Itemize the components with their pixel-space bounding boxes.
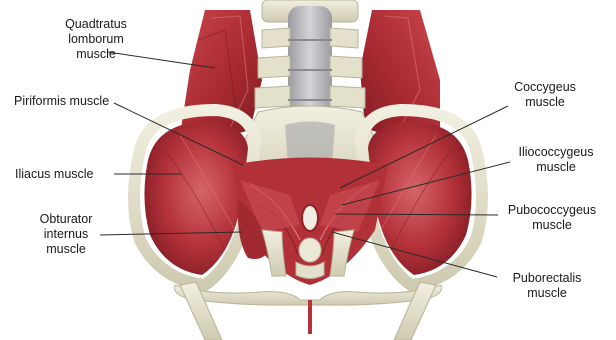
label-piriformis: Piriformis muscle: [14, 94, 109, 109]
label-obturator-internus: Obturator internus muscle: [30, 212, 102, 257]
label-coccygeus: Coccygeus muscle: [504, 80, 586, 110]
label-quadratus-lumborum: Quadtratus lomborum muscle: [56, 17, 136, 62]
label-iliococcygeus: Iliococcygeus muscle: [508, 145, 604, 175]
label-iliacus: Iliacus muscle: [15, 167, 94, 182]
label-pubococcygeus: Pubococcygeus muscle: [496, 203, 608, 233]
femurs: [180, 282, 436, 340]
label-puborectalis: Puborectalis muscle: [497, 271, 597, 301]
